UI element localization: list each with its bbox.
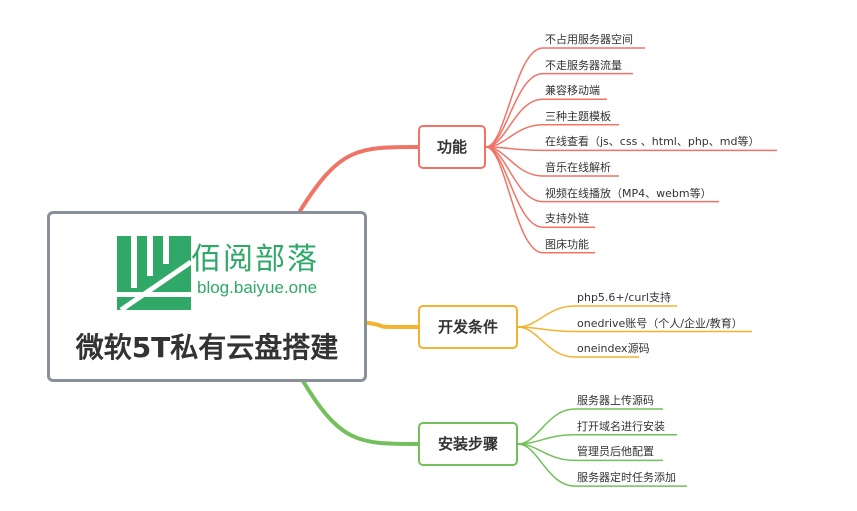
connector-requirements-2 xyxy=(517,326,576,358)
logo-domain-text: blog.baiyue.one xyxy=(197,278,318,297)
leaf-node[interactable]: 音乐在线解析 xyxy=(545,161,611,174)
leaf-node[interactable]: 支持外链 xyxy=(545,212,589,226)
connector-root-features xyxy=(298,145,420,213)
root-node[interactable]: 佰阅部落 blog.baiyue.one 微软5T私有云盘搭建 xyxy=(47,211,367,382)
leaf-node[interactable]: 视频在线播放（MP4、webm等） xyxy=(545,186,712,200)
leaf-node[interactable]: 服务器定时任务添加 xyxy=(577,471,676,485)
logo-leaf-icon xyxy=(117,236,191,310)
leaf-node[interactable]: 不走服务器流量 xyxy=(545,58,622,72)
connector-features-8 xyxy=(485,146,544,254)
leaf-node[interactable]: 管理员后他配置 xyxy=(577,445,654,459)
connector-install-3 xyxy=(517,443,576,487)
connector-requirements-0 xyxy=(517,305,576,328)
connector-features-0 xyxy=(485,47,544,148)
branch-node-features[interactable]: 功能 xyxy=(418,125,486,169)
leaf-node[interactable]: 打开域名进行安装 xyxy=(577,419,665,433)
connector-features-7 xyxy=(485,146,544,228)
connector-root-install xyxy=(298,374,420,446)
leaf-node[interactable]: 三种主题模板 xyxy=(545,109,611,123)
leaf-node[interactable]: 图床功能 xyxy=(545,237,589,251)
branch-node-requirements[interactable]: 开发条件 xyxy=(418,305,518,349)
leaf-node[interactable]: onedrive账号（个人/企业/教育） xyxy=(577,316,743,330)
logo-brand-text: 佰阅部落 xyxy=(191,242,319,277)
leaf-node[interactable]: php5.6+/curl支持 xyxy=(577,291,671,304)
connector-root-requirements xyxy=(359,320,420,329)
leaf-node[interactable]: 在线查看（js、css 、html、php、md等） xyxy=(545,135,760,149)
leaf-node[interactable]: oneindex源码 xyxy=(577,342,650,355)
connector-install-1 xyxy=(517,433,576,445)
connector-features-1 xyxy=(485,72,544,148)
leaf-node[interactable]: 服务器上传源码 xyxy=(577,394,654,407)
leaf-node[interactable]: 不占用服务器空间 xyxy=(545,33,633,46)
leaf-node[interactable]: 兼容移动端 xyxy=(545,84,600,98)
branch-node-install[interactable]: 安装步骤 xyxy=(418,422,518,466)
root-title: 微软5T私有云盘搭建 xyxy=(75,331,339,364)
